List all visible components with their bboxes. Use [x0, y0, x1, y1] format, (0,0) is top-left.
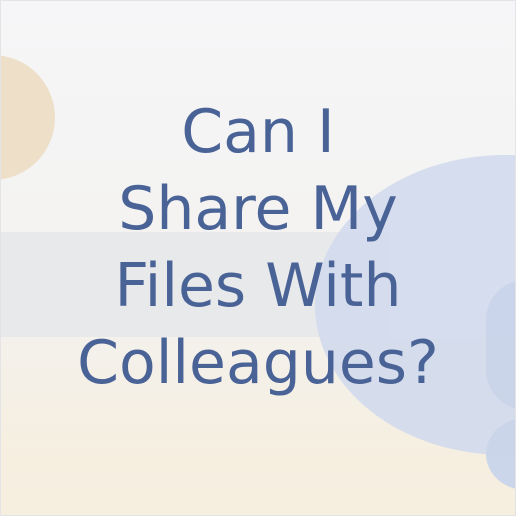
headline-line-4: Colleagues? [77, 328, 439, 398]
headline-line-3: Files With [114, 251, 402, 321]
question-mark-stem-decoration [486, 280, 516, 410]
headline-line-2: Share My [118, 174, 398, 244]
headline-line-1: Can I [181, 97, 335, 167]
headline-question: Can I Share My Files With Colleagues? [0, 94, 516, 402]
